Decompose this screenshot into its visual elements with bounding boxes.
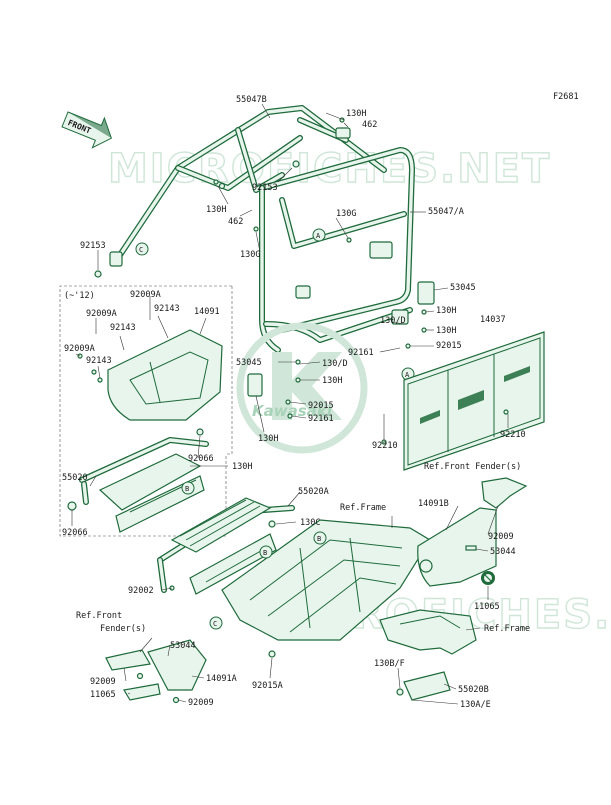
label-92015a: 92015A: [252, 681, 283, 691]
label-14091: 14091: [194, 307, 220, 317]
fender-bracket-right: [481, 477, 528, 509]
side-cover-right: [417, 507, 497, 587]
callout-b-frame-1: B: [259, 545, 273, 559]
label-11065-right: 11065: [474, 602, 500, 612]
part-labels: 55047B 130H 462 92153 130H 462 130G 130G…: [62, 95, 530, 710]
chassis-frame: [221, 519, 431, 658]
label-14091b: 14091B: [418, 499, 449, 509]
svg-text:B: B: [263, 549, 267, 557]
label-14091a: 14091A: [206, 674, 237, 684]
side-cover-left: [105, 639, 207, 704]
label-130g-b: 130G: [240, 250, 260, 260]
label-92009-left-2: 92009: [188, 698, 214, 708]
label-53044-left: 53044: [170, 641, 196, 651]
callout-c-frame: C: [209, 616, 223, 630]
label-ref-frame-1: Ref.Frame: [340, 503, 386, 513]
rear-screen-panel: [403, 331, 545, 471]
label-ref-front-fender-1: Ref.Front Fender(s): [424, 462, 521, 472]
label-462-top: 462: [362, 120, 377, 130]
front-bumper-lower: [157, 497, 295, 595]
label-92161-left: 92161: [308, 414, 334, 424]
label-92210-a: 92210: [372, 441, 398, 451]
lower-crossmember: [379, 609, 477, 701]
label-130h-a: 130H: [206, 205, 226, 215]
label-53044-right: 53044: [490, 547, 516, 557]
front-arrow-icon: FRONT: [61, 111, 112, 149]
label-130h-left: 130H: [322, 376, 342, 386]
label-ref-frame-2: Ref.Frame: [484, 624, 530, 634]
label-92210-b: 92210: [500, 430, 526, 440]
label-92066-a: 92066: [188, 454, 214, 464]
callout-a-cage: A: [312, 228, 326, 242]
label-130d-right: 130/D: [380, 316, 406, 326]
leader-lines: [71, 103, 509, 705]
label-53045-right: 53045: [450, 283, 476, 293]
label-92161-right: 92161: [348, 348, 374, 358]
label-92153-top: 92153: [252, 183, 278, 193]
label-92009a-3: 92009A: [64, 344, 95, 354]
grille-group-box: (~'12): [59, 285, 233, 537]
label-130h-top: 130H: [346, 109, 366, 119]
cap-11065-right: [481, 571, 495, 585]
label-92009-right: 92009: [488, 532, 514, 542]
label-92066-b: 92066: [62, 528, 88, 538]
label-130g-a: 130G: [336, 209, 356, 219]
roll-cage-assembly: [94, 105, 435, 397]
kawasaki-logo-text: Kawasaki: [252, 402, 333, 420]
label-ref-fender: Fender(s): [100, 624, 146, 634]
label-55020a: 55020A: [298, 487, 329, 497]
label-11065-left: 11065: [90, 690, 116, 700]
label-130h-r2: 130H: [436, 326, 456, 336]
label-92009a-2: 92009A: [86, 309, 117, 319]
callout-c-cage: C: [135, 242, 149, 256]
label-92143-2: 92143: [110, 323, 136, 333]
figure-code: F2681: [553, 92, 579, 102]
label-55047b: 55047B: [236, 95, 267, 105]
callout-b-box: B: [181, 481, 195, 495]
label-130c: 130C: [300, 518, 320, 528]
label-55020: 55020: [62, 473, 88, 483]
label-92143-3: 92143: [86, 356, 112, 366]
label-130h-box: 130H: [232, 462, 252, 472]
callout-b-frame-2: B: [313, 531, 327, 545]
svg-text:A: A: [316, 232, 321, 240]
label-55047a: 55047/A: [428, 207, 464, 217]
label-53045-left: 53045: [236, 358, 262, 368]
label-92015-right: 92015: [436, 341, 462, 351]
label-14037: 14037: [480, 315, 506, 325]
label-130d-left: 130/D: [322, 359, 348, 369]
label-92002: 92002: [128, 586, 154, 596]
label-92153-left: 92153: [80, 241, 106, 251]
svg-text:B: B: [185, 485, 189, 493]
label-130h-r1: 130H: [436, 306, 456, 316]
label-92143-1: 92143: [154, 304, 180, 314]
svg-text:C: C: [139, 246, 143, 254]
svg-text:B: B: [317, 535, 321, 543]
label-130h-low: 130H: [258, 434, 278, 444]
label-92009a-1: 92009A: [130, 290, 161, 300]
svg-text:A: A: [405, 371, 410, 379]
label-130bf: 130B/F: [374, 659, 405, 669]
label-ref-front: Ref.Front: [76, 611, 122, 621]
year-note: (~'12): [64, 291, 95, 301]
label-92009-left-1: 92009: [90, 677, 116, 687]
svg-text:C: C: [213, 620, 217, 628]
fasteners: [77, 117, 509, 591]
label-462-b: 462: [228, 217, 243, 227]
label-92015-left: 92015: [308, 401, 334, 411]
label-130ae: 130A/E: [460, 700, 491, 710]
label-55020b: 55020B: [458, 685, 489, 695]
